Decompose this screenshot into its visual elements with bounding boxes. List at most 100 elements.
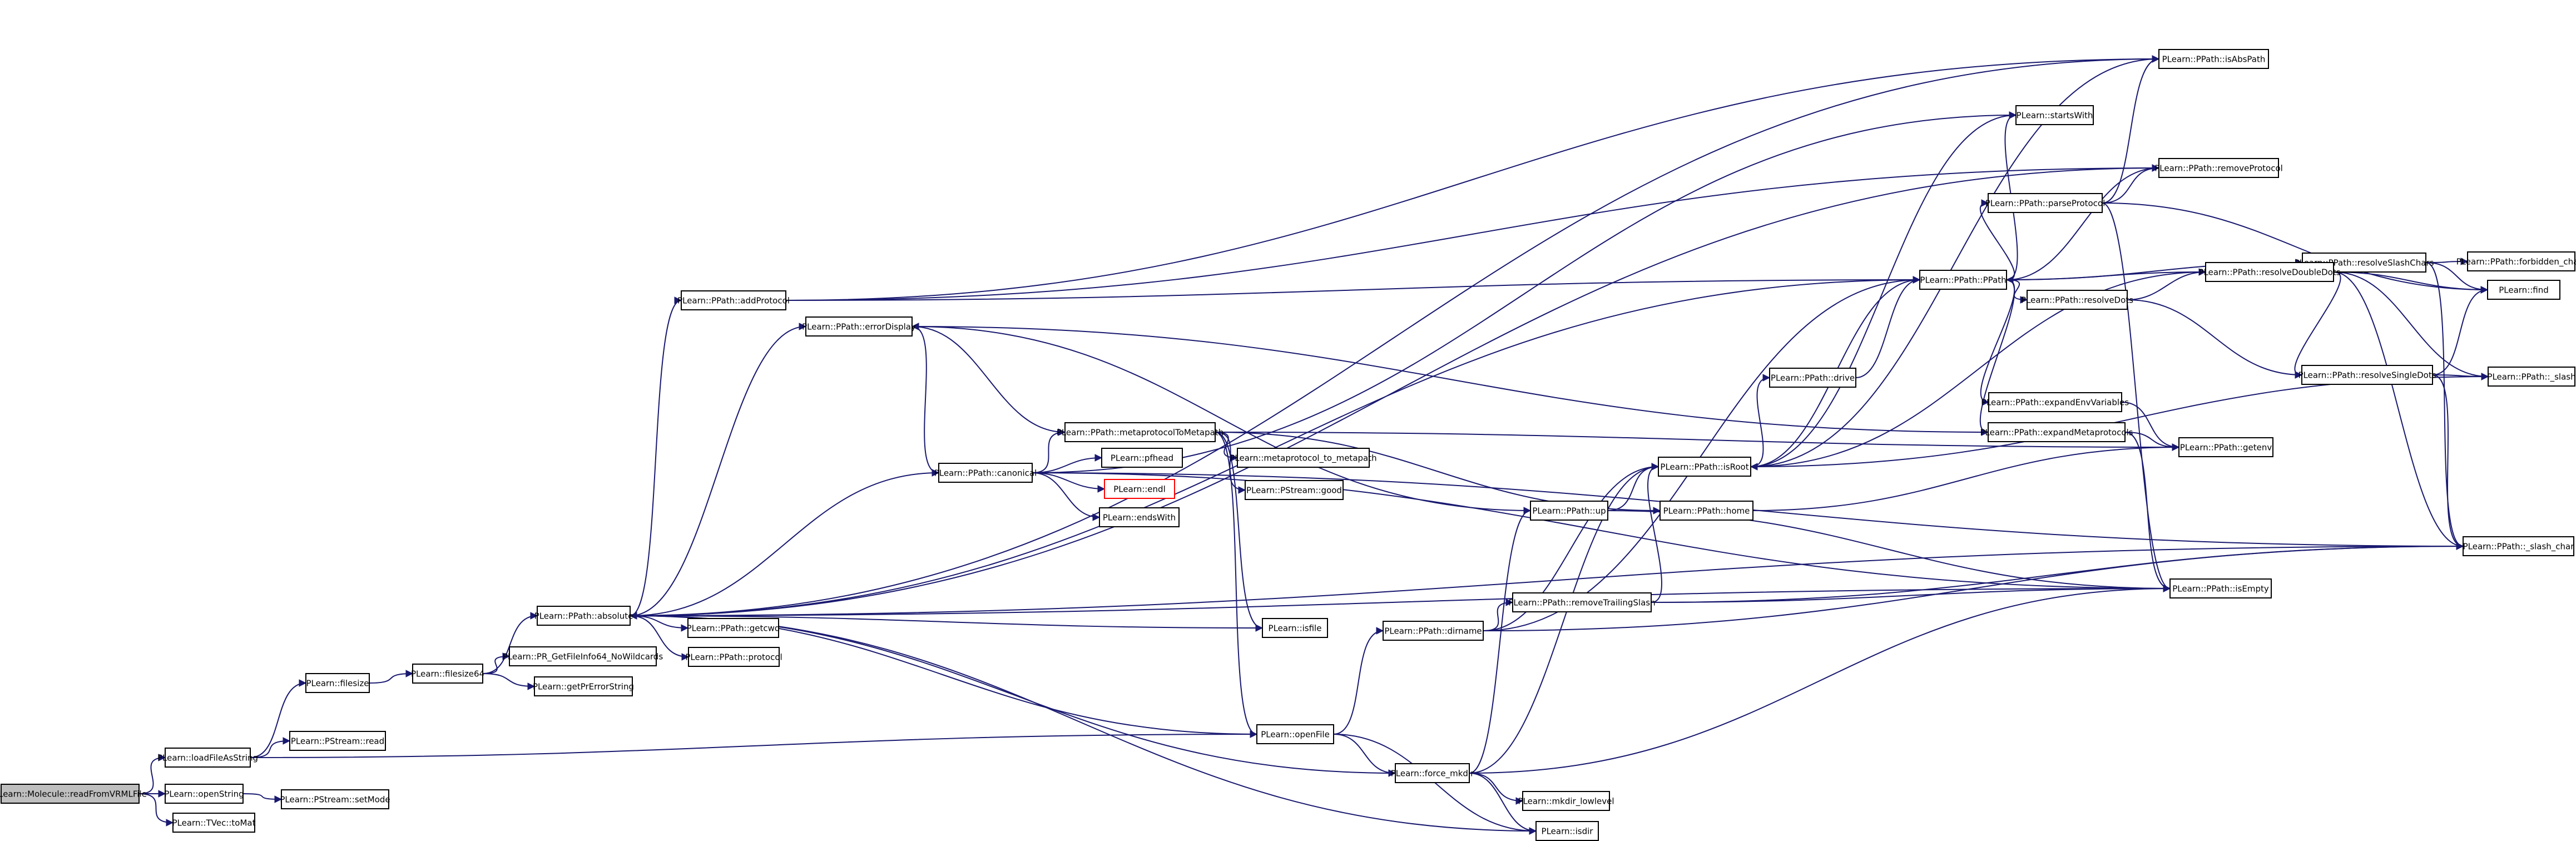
node-box xyxy=(412,664,483,684)
node-toMat[interactable]: PLearn::TVec::toMat xyxy=(172,813,256,833)
node-isEmpty[interactable]: PLearn::PPath::isEmpty xyxy=(2169,578,2272,598)
node-box xyxy=(1099,507,1180,527)
edge-force_mkdir-to-isEmpty xyxy=(1469,585,2171,774)
edge-loadFileAsString-to-openFile xyxy=(250,730,1258,758)
node-openString[interactable]: PLearn::openString xyxy=(164,784,244,804)
node-box xyxy=(1064,422,1216,442)
node-resolveDoubleDots[interactable]: PLearn::PPath::resolveDoubleDots xyxy=(2198,262,2341,282)
node-label: PLearn::filesize xyxy=(306,679,369,689)
node-isfile[interactable]: PLearn::isfile xyxy=(1262,618,1328,638)
node-label: PLearn::filesize64 xyxy=(411,669,484,679)
edge-filesize64-to-getPrErrorString xyxy=(482,673,536,690)
node-protocol[interactable]: PLearn::PPath::protocol xyxy=(685,647,782,667)
node-box xyxy=(509,646,657,666)
edge-parseProtocol-to-isAbsPath xyxy=(2102,55,2160,204)
node-expandMetaprotocols[interactable]: PLearn::PPath::expandMetaprotocols xyxy=(1980,422,2133,442)
node-box xyxy=(1530,501,1608,521)
node-isdir[interactable]: PLearn::isdir xyxy=(1535,821,1599,841)
node-loadFileAsString[interactable]: PLearn::loadFileAsString xyxy=(157,748,258,768)
edge-absolute-to-removeProtocol xyxy=(630,164,2160,616)
node-isRoot[interactable]: PLearn::PPath::isRoot xyxy=(1658,457,1751,477)
node-box xyxy=(1512,592,1652,612)
node-mkdir_lowlevel[interactable]: PLearn::mkdir_lowlevel xyxy=(1518,791,1614,811)
node-filesize[interactable]: PLearn::filesize xyxy=(305,673,370,693)
edge-metaprotocolToMetapath-to-openFile xyxy=(1215,432,1258,738)
node-label: PLearn::PStream::good xyxy=(1246,486,1342,496)
node-box xyxy=(1919,270,2007,290)
node-readFromVRMLFile[interactable]: PLearn::Molecule::readFromVRMLFile xyxy=(0,784,147,804)
node-startsWith[interactable]: PLearn::startsWith xyxy=(2015,105,2094,125)
node-good[interactable]: PLearn::PStream::good xyxy=(1245,480,1344,500)
node-parseProtocol[interactable]: PLearn::PPath::parseProtocol xyxy=(1985,193,2106,213)
node-getFileInfo[interactable]: PLearn::PR_GetFileInfo64_NoWildcards xyxy=(503,646,663,666)
edge-expandMetaprotocols-to-getenv xyxy=(2124,432,2180,451)
node-label: PLearn::PPath::home xyxy=(1663,506,1750,516)
node-resolveDots[interactable]: PLearn::PPath::resolveDots xyxy=(2021,290,2133,310)
node-removeTrailingSlash[interactable]: PLearn::PPath::removeTrailingSlash xyxy=(1508,592,1656,612)
node-box xyxy=(2027,290,2128,310)
node-metaprotocol_to_metapath[interactable]: PLearn::metaprotocol_to_metapath xyxy=(1230,448,1377,468)
node-dirname[interactable]: PLearn::PPath::dirname xyxy=(1383,621,1484,641)
node-box xyxy=(1988,193,2103,213)
node-resolveSingleDots[interactable]: PLearn::PPath::resolveSingleDots xyxy=(2298,365,2436,385)
node-label: PLearn::PPath::parseProtocol xyxy=(1985,199,2106,209)
edge-filesize64-to-absolute xyxy=(482,612,538,674)
node-box xyxy=(2158,158,2279,178)
node-removeProtocol[interactable]: PLearn::PPath::removeProtocol xyxy=(2154,158,2283,178)
edge-addProtocol-to-isAbsPath xyxy=(785,55,2160,301)
node-label: PLearn::PPath::dirname xyxy=(1384,626,1482,636)
node-label: PLearn::getPrErrorString xyxy=(533,682,634,692)
node-slash[interactable]: PLearn::PPath::_slash xyxy=(2487,367,2576,387)
node-errorDisplay[interactable]: PLearn::PPath::errorDisplay xyxy=(802,316,916,337)
node-metaprotocolToMetapath[interactable]: PLearn::PPath::metaprotocolToMetapath xyxy=(1057,422,1223,442)
edge-canonical-to-startsWith xyxy=(1032,111,2017,473)
node-endl[interactable]: PLearn::endl xyxy=(1104,479,1175,499)
node-box xyxy=(165,748,251,768)
node-getcwd[interactable]: PLearn::PPath::getcwd xyxy=(687,618,780,638)
node-expandEnvVariables[interactable]: PLearn::PPath::expandEnvVariables xyxy=(1981,392,2129,412)
node-slash_char[interactable]: PLearn::PPath::_slash_char xyxy=(2463,536,2575,556)
edge-openFile-to-force_mkdir xyxy=(1333,734,1396,777)
edge-PPathCtor-to-removeProtocol xyxy=(2006,164,2160,280)
edge-absolute-to-protocol xyxy=(630,615,690,661)
edge-resolveSlashChars-to-slash_char xyxy=(2425,262,2464,550)
node-openFile[interactable]: PLearn::openFile xyxy=(1256,724,1334,744)
node-box xyxy=(1535,821,1599,841)
node-filesize64[interactable]: PLearn::filesize64 xyxy=(411,664,484,684)
node-absolute[interactable]: PLearn::PPath::absolute xyxy=(534,606,633,626)
node-psread[interactable]: PLearn::PStream::read xyxy=(289,731,386,751)
edge-home-to-getenv xyxy=(1752,443,2180,511)
node-endsWith[interactable]: PLearn::endsWith xyxy=(1099,507,1180,527)
node-isAbsPath[interactable]: PLearn::PPath::isAbsPath xyxy=(2158,49,2269,69)
node-box xyxy=(2158,49,2269,69)
node-force_mkdir[interactable]: PLearn::force_mkdir xyxy=(1391,763,1474,783)
node-box xyxy=(1659,501,1753,521)
node-label: PLearn::PPath::resolveDoubleDots xyxy=(2198,268,2340,278)
edge-PPathCtor-to-resolveDots xyxy=(2006,279,2028,304)
node-pfhead[interactable]: PLearn::pfhead xyxy=(1101,448,1183,468)
node-getenv[interactable]: PLearn::PPath::getenv xyxy=(2178,437,2273,457)
node-addProtocol[interactable]: PLearn::PPath::addProtocol xyxy=(677,290,790,310)
node-canonical[interactable]: PLearn::PPath::canonical xyxy=(934,463,1037,483)
node-label: PLearn::PPath::errorDisplay xyxy=(802,322,916,332)
edge-readFromVRMLFile-to-toMat xyxy=(138,793,174,827)
node-setMode[interactable]: PLearn::PStream::setMode xyxy=(280,789,390,809)
node-up[interactable]: PLearn::PPath::up xyxy=(1530,501,1608,521)
node-label: PLearn::openFile xyxy=(1261,730,1330,740)
node-forbidden_chars[interactable]: PLearn::PPath::forbidden_chars xyxy=(2456,251,2576,271)
node-PPathCtor[interactable]: PLearn::PPath::PPath xyxy=(1919,270,2007,290)
node-box xyxy=(2205,262,2334,282)
node-label: PLearn::PPath::_slash xyxy=(2487,372,2575,383)
node-find[interactable]: PLearn::find xyxy=(2487,280,2560,300)
node-box xyxy=(1256,724,1334,744)
node-drive[interactable]: PLearn::PPath::drive xyxy=(1769,368,1856,388)
node-box xyxy=(1,784,140,804)
edge-errorDisplay-to-canonical xyxy=(911,326,940,477)
edge-isRoot-to-drive xyxy=(1750,374,1771,467)
node-label: PLearn::PPath::addProtocol xyxy=(677,296,790,306)
edge-resolveSingleDots-to-find xyxy=(2432,286,2489,375)
node-home[interactable]: PLearn::PPath::home xyxy=(1659,501,1753,521)
edge-dirname-to-PPathCtor xyxy=(1483,276,1921,631)
node-getPrErrorString[interactable]: PLearn::getPrErrorString xyxy=(533,676,634,696)
node-label: PLearn::metaprotocol_to_metapath xyxy=(1230,453,1376,464)
